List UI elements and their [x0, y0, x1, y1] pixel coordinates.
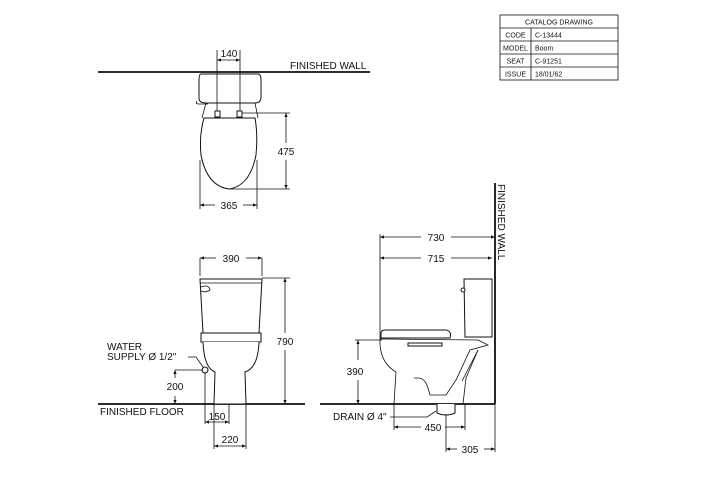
- dim-730: 730: [428, 233, 445, 244]
- tank-top: [198, 73, 262, 104]
- dim-150: 150: [209, 412, 226, 423]
- tank-front: [199, 278, 263, 334]
- issue-value: 18/01/62: [535, 72, 562, 79]
- tank-side: [463, 278, 493, 338]
- dim-220: 220: [222, 435, 239, 446]
- code-value: C-13444: [535, 33, 562, 40]
- dim-390-side: 390: [347, 367, 364, 378]
- seat-front: [200, 332, 262, 343]
- flush-lever-icon: [200, 285, 211, 293]
- drain-label: DRAIN Ø 4": [333, 412, 387, 423]
- title-block: CATALOG DRAWING CODE C-13444 MODEL Boom …: [499, 14, 619, 81]
- dim-450: 450: [425, 423, 442, 434]
- hinge-left: [214, 110, 221, 118]
- dim-140: 140: [221, 49, 238, 60]
- dim-475: 475: [278, 147, 295, 158]
- water-supply-label-1: WATER: [107, 342, 142, 353]
- dim-200: 200: [167, 382, 184, 393]
- seat-label: SEAT: [507, 59, 525, 66]
- code-label: CODE: [505, 33, 526, 40]
- seat-side: [380, 329, 451, 339]
- seat-top: [199, 117, 258, 190]
- front-view: FINISHED FLOOR 390 790 WATER SUPPLY Ø 1/…: [98, 254, 305, 449]
- dim-715: 715: [428, 254, 445, 265]
- water-supply-label-2: SUPPLY Ø 1/2": [107, 352, 177, 363]
- model-label: MODEL: [503, 46, 528, 53]
- dim-790: 790: [277, 337, 294, 348]
- issue-label: ISSUE: [505, 72, 526, 79]
- drain-pipe: [436, 404, 456, 416]
- seat-value: C-91251: [535, 59, 562, 66]
- model-value: Boom: [535, 46, 553, 53]
- bowl-front: [202, 341, 260, 405]
- side-wall-label: FINISHED WALL: [495, 184, 506, 261]
- top-view: FINISHED WALL 140 475 365: [98, 49, 370, 212]
- bowl-side: [379, 338, 479, 405]
- dim-365: 365: [221, 201, 238, 212]
- title-block-heading: CATALOG DRAWING: [525, 20, 593, 27]
- side-view: FINISHED WALL 730 715 390 DRAIN Ø 4" 450…: [320, 183, 506, 456]
- dim-390-front: 390: [223, 254, 240, 265]
- floor-label: FINISHED FLOOR: [100, 407, 184, 418]
- top-wall-label: FINISHED WALL: [290, 61, 367, 72]
- hinge-right: [236, 110, 243, 118]
- dim-305: 305: [462, 445, 479, 456]
